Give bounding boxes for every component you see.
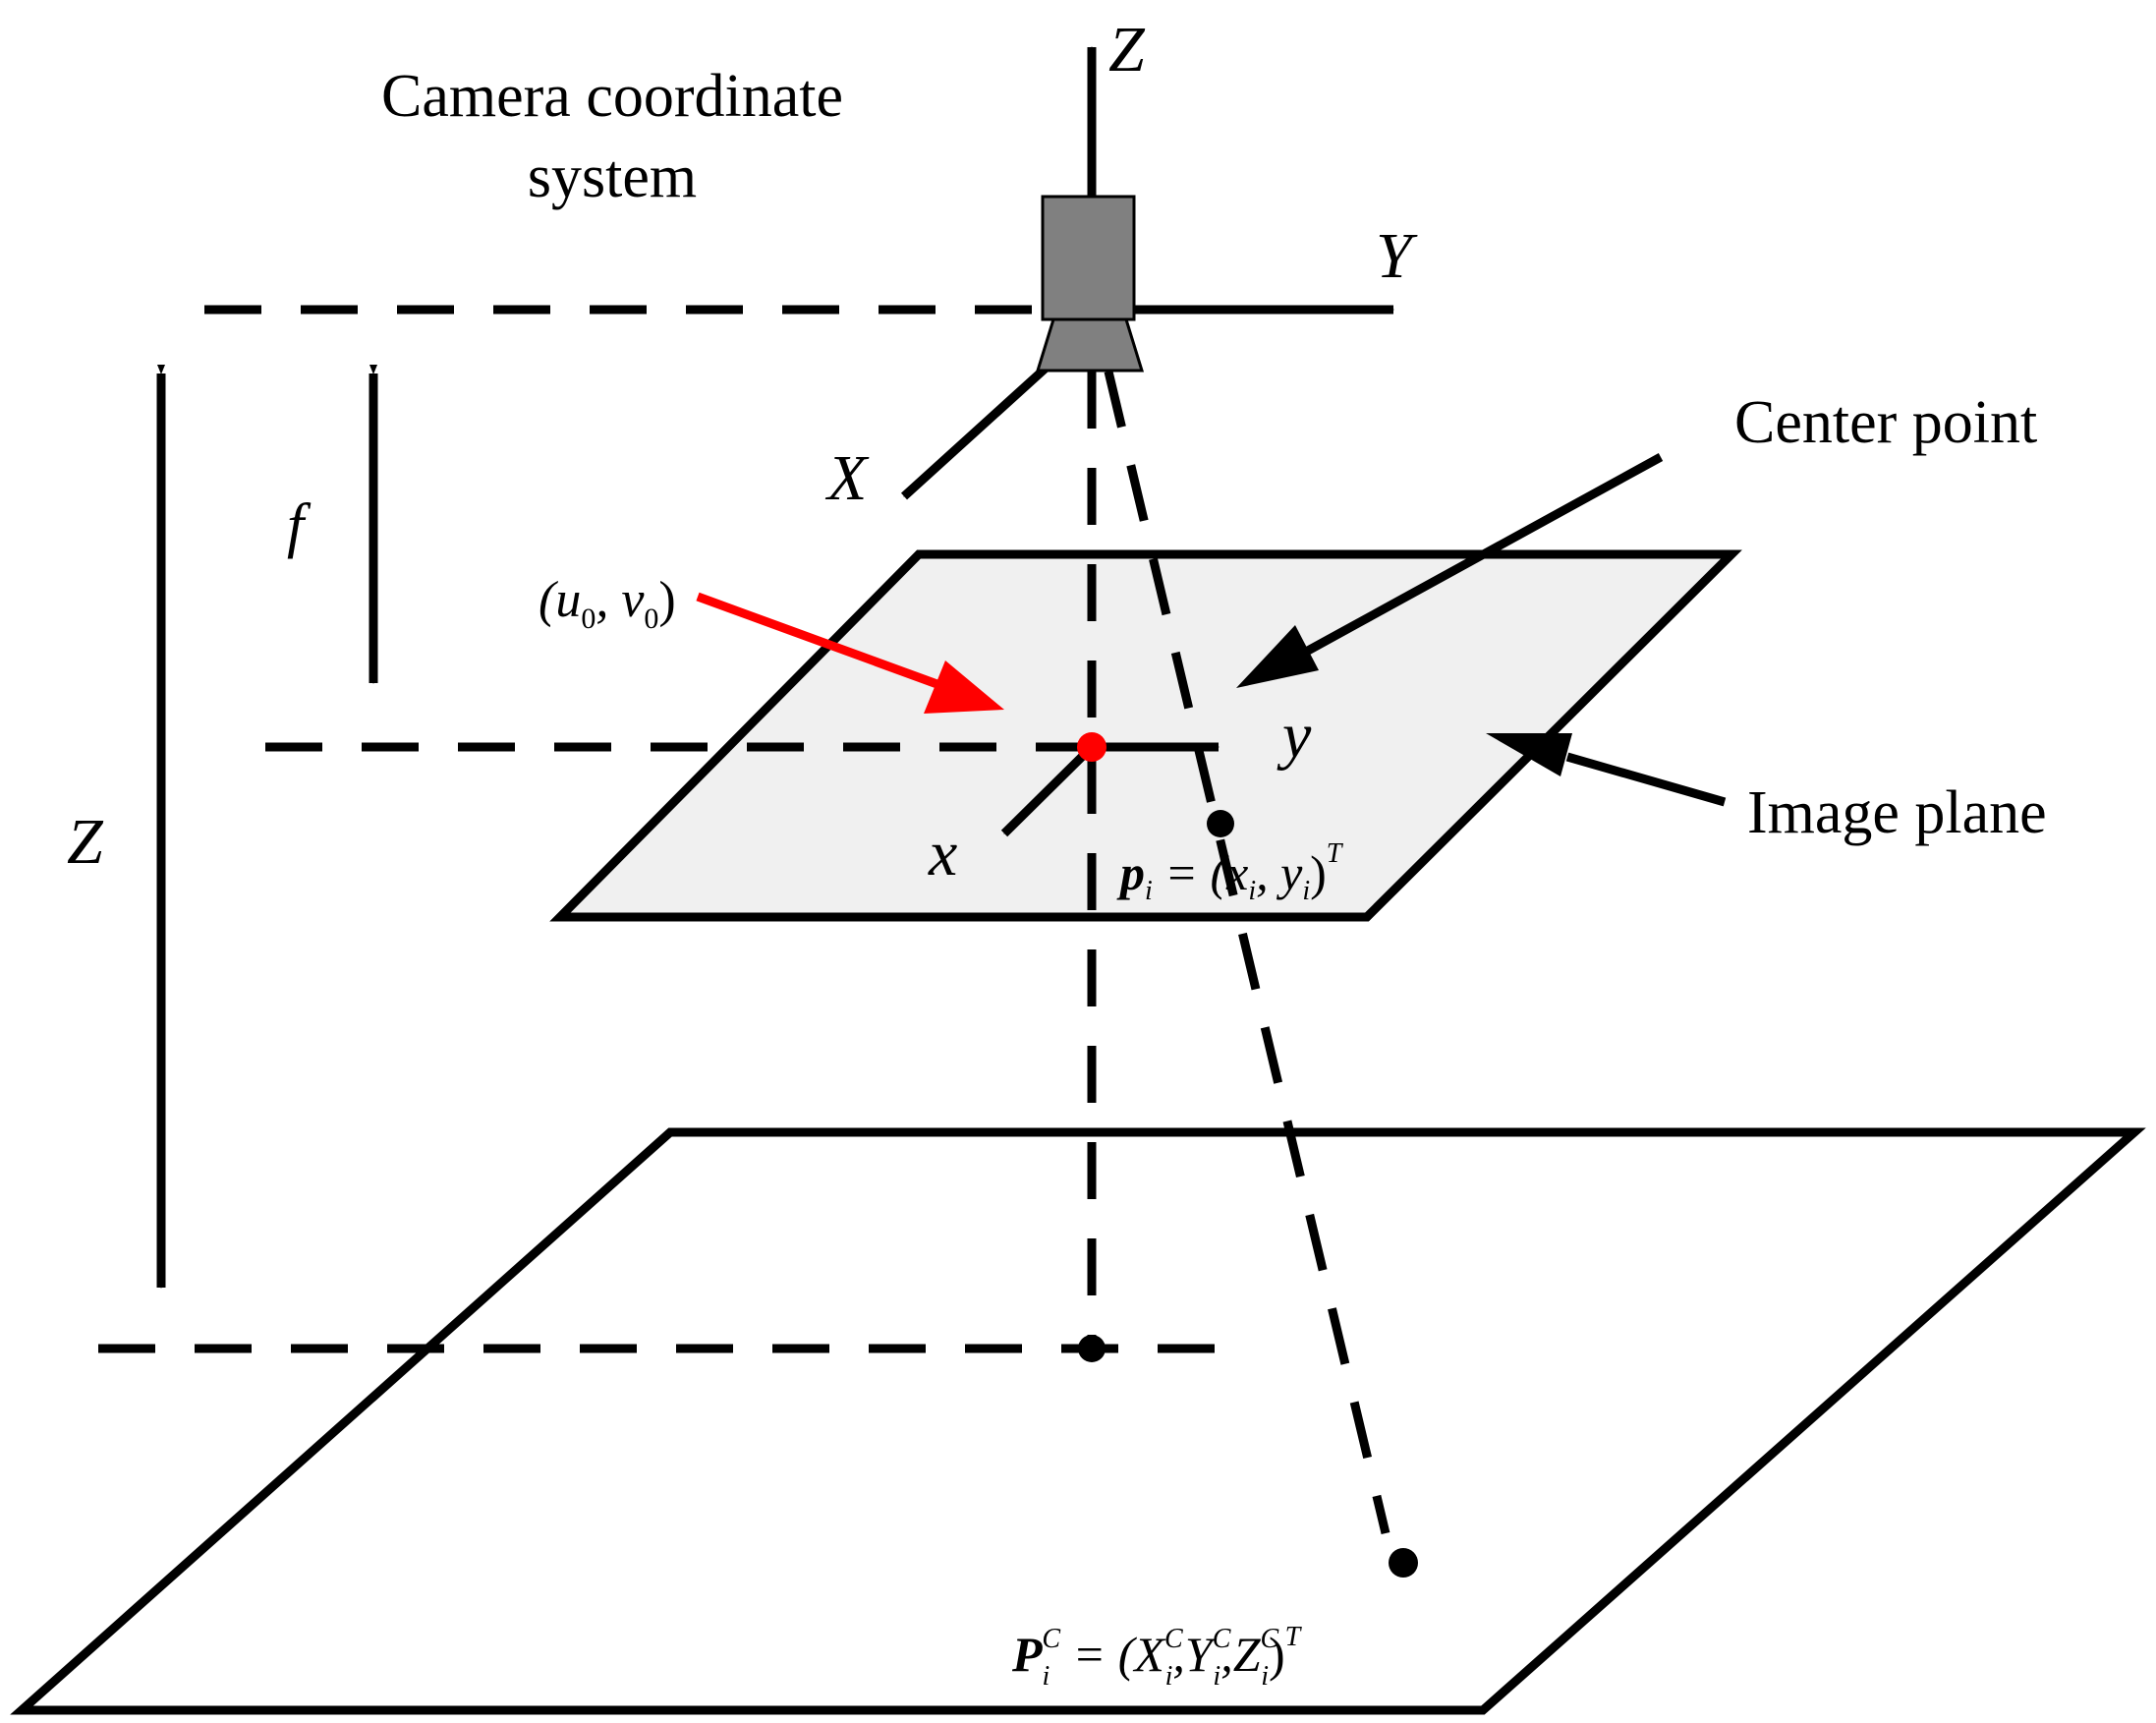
axis-z-label: Z	[1108, 14, 1146, 86]
ip-p: p	[1116, 845, 1145, 900]
ip-sub-x: i	[1248, 876, 1256, 906]
image-x-axis	[1000, 746, 1093, 837]
ip-close: )	[1310, 845, 1327, 900]
pp-sub-v: 0	[644, 603, 658, 635]
camera-x-axis	[900, 350, 1065, 500]
wp-sup: C	[1042, 1624, 1060, 1654]
wp-comma2: ,Z	[1220, 1627, 1262, 1682]
axis-y-label: Y	[1376, 220, 1418, 292]
wp-T: T	[1285, 1622, 1303, 1652]
wp-Y-sub: i	[1213, 1661, 1220, 1692]
image-plane-arrow	[1565, 752, 1727, 807]
wp-X-sub: i	[1165, 1661, 1173, 1692]
wp-close: )	[1269, 1627, 1285, 1682]
image-axis-y-label: y	[1277, 700, 1312, 772]
center-point-label: Center point	[1734, 389, 2037, 456]
pp-sep: , v	[596, 572, 645, 628]
ground-center-dot	[1078, 1335, 1106, 1362]
depth-label: Z	[67, 806, 104, 878]
wp-Y-sup: C	[1213, 1624, 1231, 1654]
wp-comma1: ,Y	[1172, 1627, 1218, 1682]
image-plane	[549, 549, 1742, 922]
camera-system-label-line1: Camera coordinate	[381, 63, 843, 130]
focal-length-label: f	[287, 492, 312, 559]
wp-X-sup: C	[1164, 1624, 1183, 1654]
ip-sub-y: i	[1302, 876, 1310, 906]
ip-sup: T	[1327, 838, 1344, 869]
image-axis-x-label: x	[928, 818, 957, 890]
ip-sep: , y	[1256, 845, 1303, 900]
image-point-dot	[1207, 810, 1234, 837]
pp-sub-u: 0	[581, 603, 596, 635]
image-plane-arrowhead	[1486, 733, 1572, 776]
principal-point-arrow	[696, 592, 955, 695]
center-point-arrowhead	[1236, 625, 1319, 688]
image-point-label: pi = (xi, yi)T	[1116, 838, 1344, 906]
pp-open: (u	[539, 572, 581, 628]
principal-point-arrowhead	[924, 660, 1004, 714]
projection-ray	[1104, 370, 1390, 1535]
image-plane-label: Image plane	[1747, 779, 2047, 846]
camera-lens	[1035, 317, 1145, 373]
pp-close: )	[658, 572, 675, 628]
world-point-dot	[1389, 1548, 1418, 1578]
camera-body	[1041, 195, 1136, 321]
ip-eq: = (x	[1153, 845, 1249, 900]
wp-P: P	[1011, 1627, 1043, 1682]
principal-point-label: (u0, v0)	[539, 572, 676, 635]
ip-sub: i	[1145, 876, 1153, 906]
camera-system-label-line2: system	[528, 144, 697, 210]
center-point-arrow	[1294, 453, 1664, 660]
axis-x-label: X	[824, 442, 870, 514]
wp-Z-sub: i	[1261, 1661, 1269, 1692]
principal-point-dot	[1077, 732, 1106, 762]
wp-Z-sup: C	[1261, 1624, 1279, 1654]
ground-plane	[10, 1127, 2146, 1715]
wp-sub: i	[1043, 1661, 1050, 1692]
wp-eq: = (X	[1060, 1627, 1166, 1682]
